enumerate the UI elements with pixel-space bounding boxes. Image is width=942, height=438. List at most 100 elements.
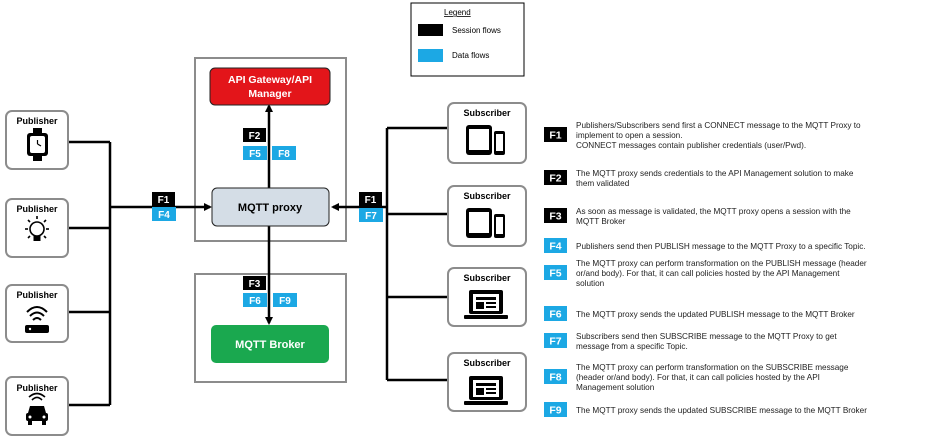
flow-description-tag: F2 bbox=[549, 173, 561, 185]
flow-tag-f4-label: F4 bbox=[158, 210, 170, 221]
publisher-1-label: Publisher bbox=[16, 116, 58, 126]
flow-description-text-line: The MQTT proxy sends the updated SUBSCRI… bbox=[576, 406, 867, 415]
legend-title: Legend bbox=[444, 8, 471, 17]
publisher-3: Publisher bbox=[5, 284, 69, 343]
api-gateway-label-1: API Gateway/API bbox=[228, 74, 312, 86]
legend: Legend Session flows Data flows bbox=[410, 2, 525, 77]
tablet-phone-icon bbox=[466, 125, 505, 155]
api-gateway-box bbox=[209, 67, 331, 106]
publisher-connections bbox=[68, 140, 200, 407]
flow-description-text-line: Subscribers send then SUBSCRIBE message … bbox=[576, 332, 837, 341]
flow-description-tag: F1 bbox=[549, 130, 561, 142]
connected-car-icon bbox=[26, 392, 48, 425]
wifi-router-icon bbox=[25, 306, 49, 333]
subscriber-3-label: Subscriber bbox=[463, 273, 511, 283]
publisher-4-label: Publisher bbox=[16, 383, 58, 393]
flow-description-f8: F8 The MQTT proxy can perform transformat… bbox=[544, 363, 849, 392]
flow-description-tag: F8 bbox=[549, 372, 561, 384]
subscriber-1-label: Subscriber bbox=[463, 108, 511, 118]
flow-description-text-line: As soon as message is validated, the MQT… bbox=[576, 207, 851, 216]
publisher-2: Publisher bbox=[5, 198, 69, 258]
flow-tag-f9-label: F9 bbox=[279, 296, 291, 307]
subscriber-2-label: Subscriber bbox=[463, 191, 511, 201]
subscriber-2: Subscriber bbox=[447, 185, 527, 247]
flow-tag-f1-left bbox=[152, 192, 175, 206]
subscriber-connections bbox=[343, 126, 448, 382]
mqtt-broker-node: MQTT Broker bbox=[211, 325, 329, 363]
flow-description-text-line: (header or/and body). For that, it can c… bbox=[576, 373, 820, 382]
flow-tag-f6-label: F6 bbox=[249, 296, 261, 307]
publisher-3-label: Publisher bbox=[16, 290, 58, 300]
flow-tag-f3 bbox=[243, 276, 266, 290]
flow-description-tag: F6 bbox=[549, 309, 561, 321]
publisher-2-label: Publisher bbox=[16, 204, 58, 214]
flow-description-tag: F5 bbox=[549, 268, 561, 280]
flow-descriptions: F1 Publishers/Subscribers send first a CO… bbox=[544, 121, 867, 417]
legend-session-swatch bbox=[418, 24, 443, 36]
flow-description-text-line: CONNECT messages contain publisher crede… bbox=[576, 141, 806, 150]
flow-description-f6: F6 The MQTT proxy sends the updated PUBLI… bbox=[544, 306, 855, 321]
tablet-phone-icon bbox=[466, 208, 505, 238]
flow-description-text-line: implement to open a session. bbox=[576, 131, 683, 140]
flow-description-tag-badge bbox=[544, 369, 567, 384]
flow-description-text-line: solution bbox=[576, 279, 605, 288]
flow-description-tag-badge bbox=[544, 333, 567, 348]
legend-session-label: Session flows bbox=[452, 26, 501, 35]
flow-description-text-line: The MQTT proxy sends the updated PUBLISH… bbox=[576, 310, 855, 319]
flow-description-tag-badge bbox=[544, 127, 567, 142]
flow-tag-f7 bbox=[359, 208, 383, 222]
publisher-1: Publisher bbox=[5, 110, 69, 170]
flow-description-text-line: Publishers send then PUBLISH message to … bbox=[576, 242, 866, 251]
flow-tag-f9 bbox=[273, 293, 297, 307]
smartwatch-icon bbox=[27, 128, 48, 161]
flow-description-tag-badge bbox=[544, 170, 567, 185]
flow-tag-f4 bbox=[152, 207, 176, 221]
smart-bulb-icon bbox=[25, 216, 49, 241]
mqtt-broker-box bbox=[211, 325, 329, 363]
flow-description-tag-badge bbox=[544, 208, 567, 223]
flow-tag-f1-left-label: F1 bbox=[158, 195, 170, 206]
subscriber-3: Subscriber bbox=[447, 267, 527, 327]
publisher-4: Publisher bbox=[5, 376, 69, 436]
flow-tag-f6 bbox=[243, 293, 267, 307]
flow-tag-f2 bbox=[243, 128, 266, 142]
flow-description-text-line: message from a specific Topic. bbox=[576, 342, 688, 351]
subscriber-1: Subscriber bbox=[447, 102, 527, 164]
flow-description-tag-badge bbox=[544, 238, 567, 253]
flow-description-tag-badge bbox=[544, 306, 567, 321]
flow-tag-f7-label: F7 bbox=[365, 211, 377, 222]
flow-description-text-line: Publishers/Subscribers send first a CONN… bbox=[576, 121, 861, 130]
mqtt-proxy-box bbox=[211, 187, 330, 227]
flow-description-text-line: Management solution bbox=[576, 383, 655, 392]
flow-description-text-line: The MQTT proxy sends credentials to the … bbox=[576, 169, 854, 178]
flow-tag-f5 bbox=[243, 146, 267, 160]
flow-description-text-line: The MQTT proxy can perform transformatio… bbox=[576, 363, 849, 372]
flow-tag-f1-right-label: F1 bbox=[365, 195, 377, 206]
flow-tag-f8-label: F8 bbox=[278, 149, 290, 160]
flow-tag-f5-label: F5 bbox=[249, 149, 261, 160]
subscriber-4: Subscriber bbox=[447, 352, 527, 412]
flow-description-f4: F4 Publishers send then PUBLISH message t… bbox=[544, 238, 866, 253]
flow-tag-f2-label: F2 bbox=[249, 131, 261, 142]
legend-data-swatch bbox=[418, 49, 443, 62]
flow-description-tag-badge bbox=[544, 265, 567, 280]
flow-description-f5: F5 The MQTT proxy can perform transformat… bbox=[544, 259, 867, 288]
flow-tag-f1-right bbox=[359, 192, 382, 206]
flow-tag-f3-label: F3 bbox=[249, 279, 261, 290]
legend-box bbox=[410, 2, 525, 77]
flow-description-text-line: The MQTT proxy can perform transformatio… bbox=[576, 259, 867, 268]
flow-description-tag-badge bbox=[544, 402, 567, 417]
flow-description-f1: F1 Publishers/Subscribers send first a CO… bbox=[544, 121, 861, 150]
mqtt-broker-label: MQTT Broker bbox=[235, 339, 305, 351]
api-gateway-label-2: Manager bbox=[248, 88, 291, 100]
mqtt-proxy-label: MQTT proxy bbox=[238, 202, 303, 214]
flow-description-tag: F4 bbox=[549, 241, 561, 253]
flow-description-text-line: or/and body). For that, it can call poli… bbox=[576, 269, 840, 278]
api-gateway-node: API Gateway/API Manager bbox=[209, 67, 331, 106]
laptop-icon bbox=[464, 290, 508, 319]
flow-description-text-line: them validated bbox=[576, 179, 630, 188]
flow-description-text-line: MQTT Broker bbox=[576, 217, 626, 226]
